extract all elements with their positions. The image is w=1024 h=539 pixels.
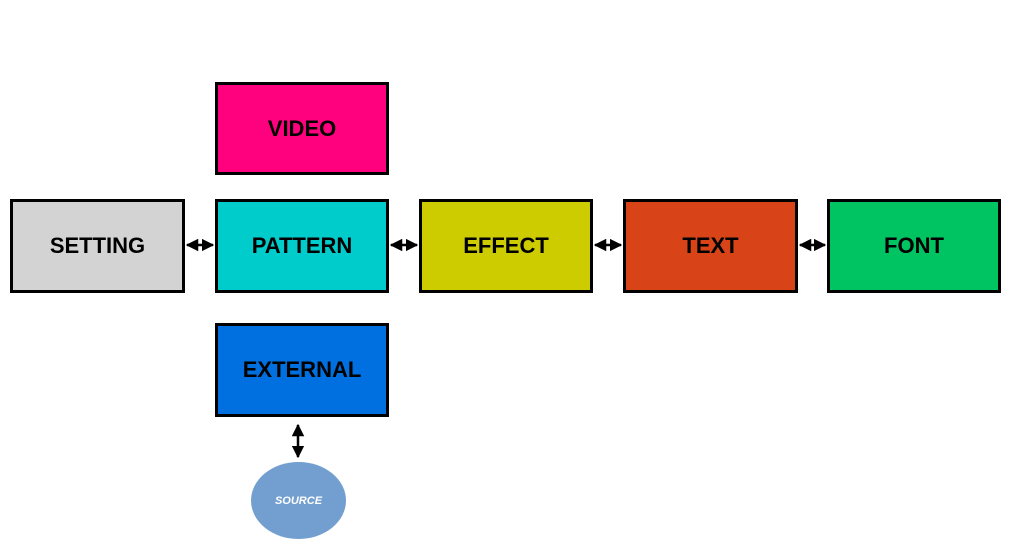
video-node: VIDEO <box>215 82 389 175</box>
setting-node: SETTING <box>10 199 185 293</box>
effect-label: EFFECT <box>463 233 549 258</box>
video-label: VIDEO <box>267 115 337 141</box>
text-label: TEXT <box>682 233 739 258</box>
external-label: EXTERNAL <box>242 357 362 382</box>
pattern-label: PATTERN <box>251 233 353 258</box>
external-node: EXTERNAL <box>215 323 389 417</box>
font-label: FONT <box>884 233 944 258</box>
font-node: FONT <box>827 199 1001 293</box>
text-node: TEXT <box>623 199 798 293</box>
source-ellipse: SOURCE <box>251 462 346 539</box>
setting-label: SETTING <box>49 233 146 258</box>
source-label: SOURCE <box>274 494 323 507</box>
pattern-node: PATTERN <box>215 199 389 293</box>
effect-node: EFFECT <box>419 199 593 293</box>
